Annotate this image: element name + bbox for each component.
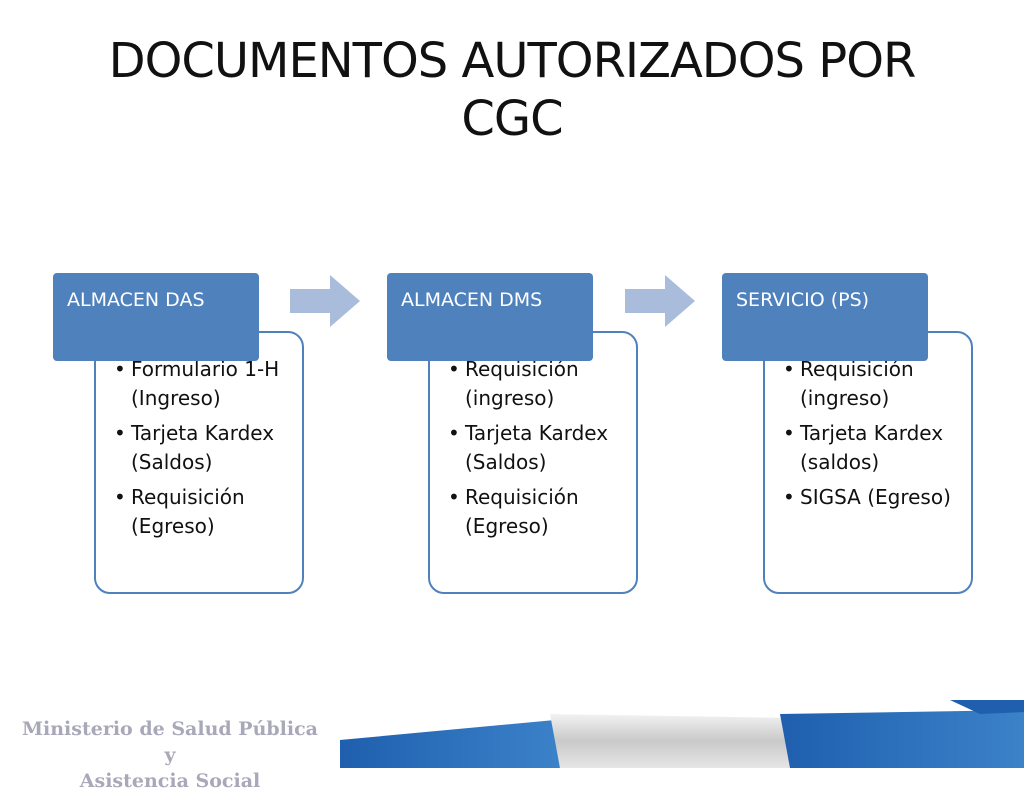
stage-2-item-3: Requisición (Egreso) <box>448 483 630 541</box>
stage-3-item-3: SIGSA (Egreso) <box>783 483 965 512</box>
stage-1-item-1: Formulario 1-H (Ingreso) <box>114 355 296 413</box>
stage-3-item-1: Requisición (ingreso) <box>783 355 965 413</box>
stage-2-header: ALMACEN DMS <box>387 273 593 361</box>
stage-1-item-list: Formulario 1-H (Ingreso) Tarjeta Kardex … <box>114 355 296 541</box>
stage-2-item-list: Requisición (ingreso) Tarjeta Kardex (Sa… <box>448 355 630 541</box>
logo-line-2: Asistencia Social <box>79 770 261 792</box>
stage-2-item-2: Tarjeta Kardex (Saldos) <box>448 419 630 477</box>
stage-2-detail-box: Requisición (ingreso) Tarjeta Kardex (Sa… <box>428 331 638 594</box>
stage-3-detail-box: Requisición (ingreso) Tarjeta Kardex (sa… <box>763 331 973 594</box>
footer-decoration <box>340 700 1024 768</box>
stage-3-header: SERVICIO (PS) <box>722 273 928 361</box>
stage-3-item-list: Requisición (ingreso) Tarjeta Kardex (sa… <box>783 355 965 512</box>
stage-1-item-3: Requisición (Egreso) <box>114 483 296 541</box>
stage-1-item-2: Tarjeta Kardex (Saldos) <box>114 419 296 477</box>
stage-1-detail-box: Formulario 1-H (Ingreso) Tarjeta Kardex … <box>94 331 304 594</box>
slide-title: DOCUMENTOS AUTORIZADOS POR CGC <box>108 33 917 147</box>
stage-3-item-2: Tarjeta Kardex (saldos) <box>783 419 965 477</box>
stage-1-header: ALMACEN DAS <box>53 273 259 361</box>
flow-arrow-2-icon <box>625 275 695 327</box>
logo-line-1: Ministerio de Salud Pública y <box>21 718 318 766</box>
stage-2-item-1: Requisición (ingreso) <box>448 355 630 413</box>
ministry-logo-text: Ministerio de Salud Pública y Asistencia… <box>20 716 320 794</box>
flow-arrow-1-icon <box>290 275 360 327</box>
